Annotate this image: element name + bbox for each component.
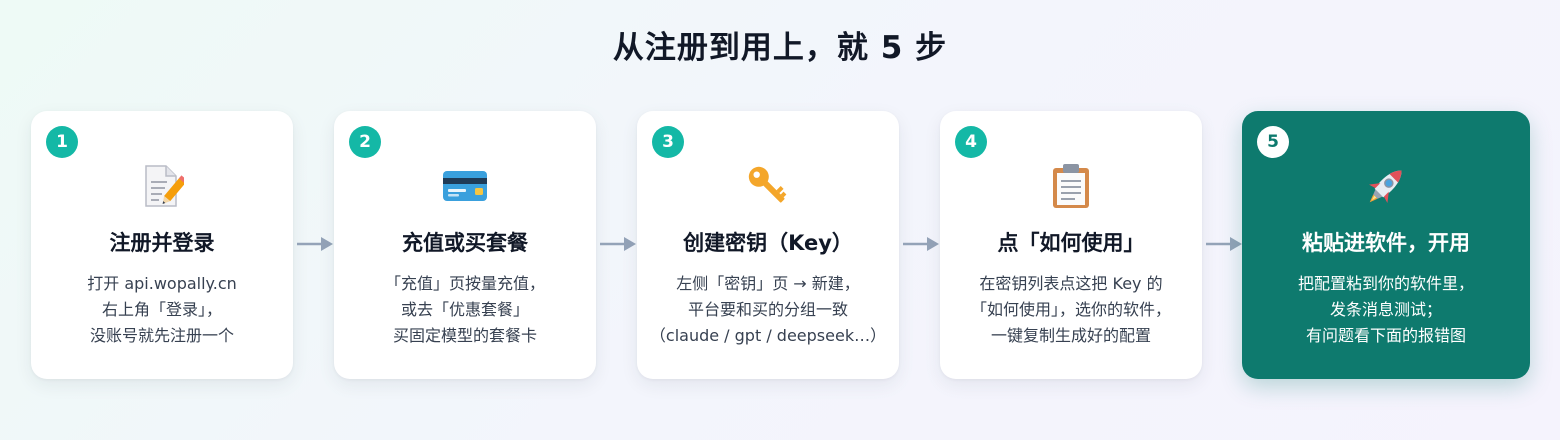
arrow-right-icon bbox=[1206, 237, 1242, 251]
step-title: 点「如何使用」 bbox=[997, 231, 1145, 255]
step-desc-line: 没账号就先注册一个 bbox=[89, 326, 234, 345]
arrow-right-icon bbox=[903, 237, 939, 251]
step-desc-line: 发条消息测试； bbox=[1329, 300, 1442, 319]
arrow-right-icon bbox=[600, 237, 636, 251]
step-desc-line: 打开 api.wopally.cn bbox=[87, 274, 237, 293]
credit-card-icon bbox=[334, 161, 596, 211]
step-title: 充值或买套餐 bbox=[402, 231, 528, 255]
page-title: 从注册到用上，就 5 步 bbox=[612, 30, 948, 66]
memo-pencil-icon bbox=[31, 161, 293, 211]
step-card-3: 3 创建密钥（Key） 左侧「密钥」页 → 新建， 平台要和买的分组一致 （cl… bbox=[637, 111, 899, 379]
step-number-badge: 5 bbox=[1257, 126, 1289, 158]
arrow-right-icon bbox=[297, 237, 333, 251]
step-description: 打开 api.wopally.cn 右上角「登录」， 没账号就先注册一个 bbox=[39, 271, 285, 349]
step-title: 粘贴进软件，开用 bbox=[1302, 231, 1470, 255]
step-card-4: 4 点「如何使用」 在密钥列表点这把 Key 的 「如何使用」，选你的软件， 一… bbox=[940, 111, 1202, 379]
step-number-badge: 2 bbox=[349, 126, 381, 158]
step-desc-line: 或去「优惠套餐」 bbox=[400, 300, 529, 319]
step-desc-line: 买固定模型的套餐卡 bbox=[392, 326, 537, 345]
step-desc-line: （claude / gpt / deepseek…） bbox=[649, 326, 887, 345]
step-title: 创建密钥（Key） bbox=[683, 231, 853, 255]
step-desc-line: 把配置粘到你的软件里， bbox=[1297, 274, 1474, 293]
step-description: 在密钥列表点这把 Key 的 「如何使用」，选你的软件， 一键复制生成好的配置 bbox=[948, 271, 1194, 349]
step-desc-line: 左侧「密钥」页 → 新建， bbox=[676, 274, 860, 293]
step-description: 把配置粘到你的软件里， 发条消息测试； 有问题看下面的报错图 bbox=[1250, 271, 1522, 349]
step-desc-line: 「充值」页按量充值， bbox=[384, 274, 545, 293]
step-number-badge: 1 bbox=[46, 126, 78, 158]
step-desc-line: 有问题看下面的报错图 bbox=[1305, 326, 1466, 345]
step-desc-line: 在密钥列表点这把 Key 的 bbox=[979, 274, 1163, 293]
step-description: 左侧「密钥」页 → 新建， 平台要和买的分组一致 （claude / gpt /… bbox=[645, 271, 891, 349]
step-desc-line: 一键复制生成好的配置 bbox=[990, 326, 1151, 345]
step-desc-line: 平台要和买的分组一致 bbox=[687, 300, 848, 319]
rocket-icon bbox=[1242, 161, 1530, 211]
step-desc-line: 「如何使用」，选你的软件， bbox=[970, 300, 1171, 319]
step-number-badge: 3 bbox=[652, 126, 684, 158]
clipboard-icon bbox=[940, 161, 1202, 211]
step-card-1: 1 注册并登录 打开 api.wopally.cn 右上角「登录」， bbox=[31, 111, 293, 379]
step-description: 「充值」页按量充值， 或去「优惠套餐」 买固定模型的套餐卡 bbox=[342, 271, 588, 349]
key-icon bbox=[637, 161, 899, 211]
step-card-5: 5 粘贴进软件，开用 把配置粘到你的软件里， 发条消息测试； 有问题看下面的报错… bbox=[1242, 111, 1530, 379]
step-desc-line: 右上角「登录」， bbox=[101, 300, 222, 319]
step-number-badge: 4 bbox=[955, 126, 987, 158]
step-title: 注册并登录 bbox=[109, 231, 215, 255]
step-card-2: 2 充值或买套餐 「充值」页按量充值， 或去「优惠套餐」 买固定模型的套餐卡 bbox=[334, 111, 596, 379]
